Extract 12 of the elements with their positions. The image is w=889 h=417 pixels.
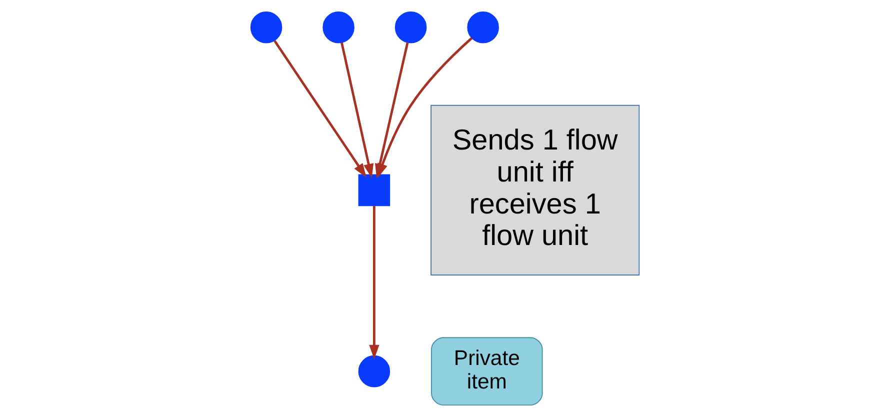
arrow: [368, 206, 379, 360]
node-circle: [358, 355, 390, 388]
node-circle: [394, 11, 426, 44]
node-circle: [322, 11, 354, 44]
arrow: [273, 40, 366, 178]
arrow: [377, 37, 472, 178]
node-circle: [250, 11, 282, 44]
node-box: [358, 174, 390, 206]
node-circle: [466, 11, 498, 44]
node-box: Sends 1 flow unit iff receives 1 flow unit: [430, 104, 640, 276]
arrow: [340, 42, 374, 178]
node-box: Private item: [430, 337, 542, 406]
